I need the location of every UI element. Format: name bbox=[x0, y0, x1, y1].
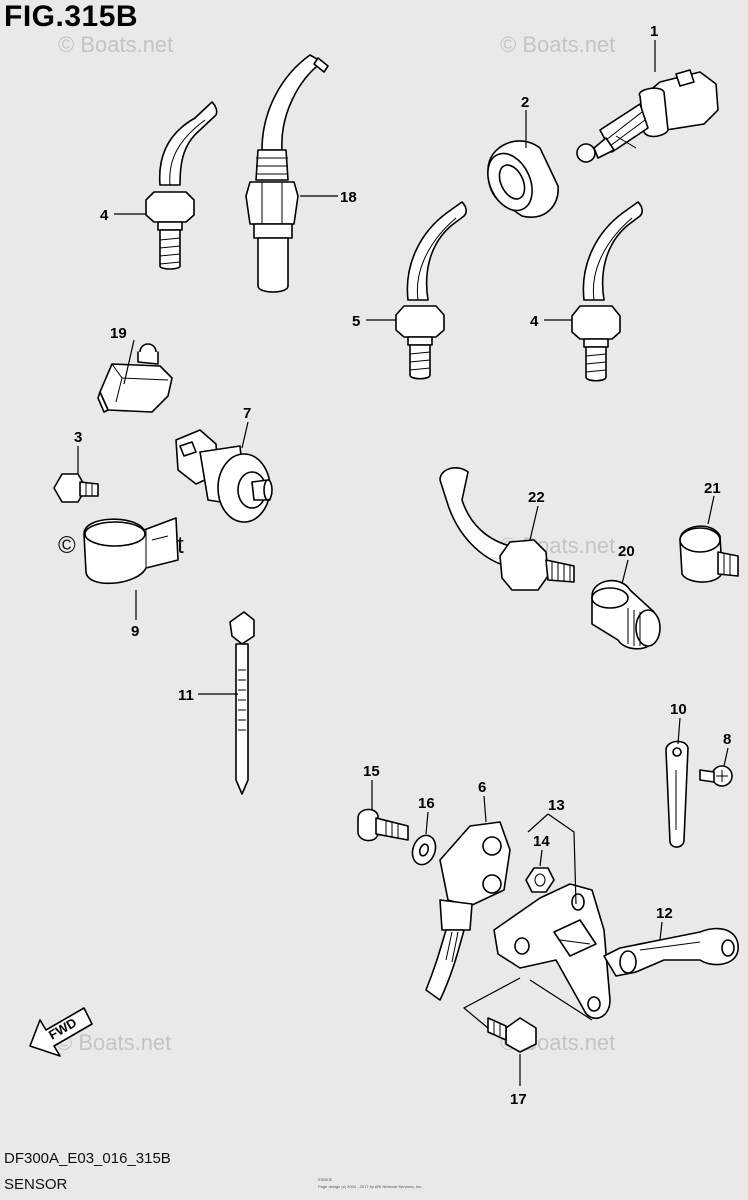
fwd-direction-arrow: FWD bbox=[29, 1007, 93, 1057]
part-3-bolt bbox=[53, 473, 99, 503]
part-1-sensor-connector bbox=[576, 69, 719, 163]
part-9-clamp bbox=[83, 517, 179, 585]
part-12-lever bbox=[603, 927, 739, 977]
part-13-link-assembly bbox=[493, 883, 611, 1020]
callout-numbers: 1 2 3 4 4 5 6 7 8 9 10 11 12 13 14 15 16… bbox=[74, 23, 731, 1108]
callout-16: 16 bbox=[418, 795, 435, 812]
part-2-grommet bbox=[487, 140, 559, 218]
part-11-cable-tie bbox=[229, 611, 255, 795]
callout-19: 19 bbox=[110, 325, 127, 342]
callout-3: 3 bbox=[74, 429, 82, 446]
part-14-nut bbox=[525, 867, 555, 893]
part-16-washer bbox=[411, 834, 437, 866]
callout-10: 10 bbox=[670, 701, 687, 718]
part-7-pressure-sensor bbox=[175, 429, 273, 523]
callout-5: 5 bbox=[352, 313, 360, 330]
part-21-plug bbox=[679, 525, 739, 583]
part-19-clip bbox=[97, 343, 173, 413]
copyright-notice: Page design (c) 2004 - 2017 by ARI Netwo… bbox=[318, 1184, 423, 1189]
callout-6: 6 bbox=[478, 779, 486, 796]
callout-11: 11 bbox=[178, 687, 194, 704]
callout-13: 13 bbox=[548, 797, 565, 814]
watermark: © Boats.net bbox=[500, 32, 615, 57]
callout-2: 2 bbox=[521, 94, 529, 111]
callout-4: 4 bbox=[530, 313, 539, 330]
part-20-plug bbox=[591, 579, 661, 650]
callout-22: 22 bbox=[528, 489, 545, 506]
callout-21: 21 bbox=[704, 480, 721, 497]
callout-9: 9 bbox=[131, 623, 139, 640]
watermark: © Boats.net bbox=[58, 32, 173, 57]
callout-8: 8 bbox=[723, 731, 731, 748]
part-17-bolt bbox=[487, 1017, 537, 1053]
part-22-sensor bbox=[439, 467, 575, 591]
callout-18: 18 bbox=[340, 189, 357, 206]
callout-7: 7 bbox=[243, 405, 251, 422]
callout-1: 1 bbox=[650, 23, 658, 40]
part-8-screw bbox=[699, 765, 733, 787]
callout-17: 17 bbox=[510, 1091, 527, 1108]
part-6-position-sensor bbox=[425, 821, 511, 1001]
part-10-bracket bbox=[665, 740, 689, 848]
part-18-sensor bbox=[245, 54, 329, 293]
callout-20: 20 bbox=[618, 543, 635, 560]
figure-code: DF300A_E03_016_315B bbox=[4, 1150, 171, 1167]
copyright-code: 03E60E bbox=[318, 1177, 333, 1182]
part-15-bolt bbox=[357, 808, 409, 842]
callout-15: 15 bbox=[363, 763, 380, 780]
figure-title: FIG.315B bbox=[4, 0, 139, 33]
part-4-temperature-sensor bbox=[571, 201, 643, 382]
callout-4: 4 bbox=[100, 207, 109, 224]
part-5-temperature-sensor bbox=[395, 201, 467, 380]
leader-lines bbox=[77, 40, 729, 1086]
callout-14: 14 bbox=[533, 833, 550, 850]
section-name: SENSOR bbox=[4, 1176, 68, 1193]
callout-12: 12 bbox=[656, 905, 673, 922]
part-4-temperature-sensor bbox=[145, 101, 218, 270]
